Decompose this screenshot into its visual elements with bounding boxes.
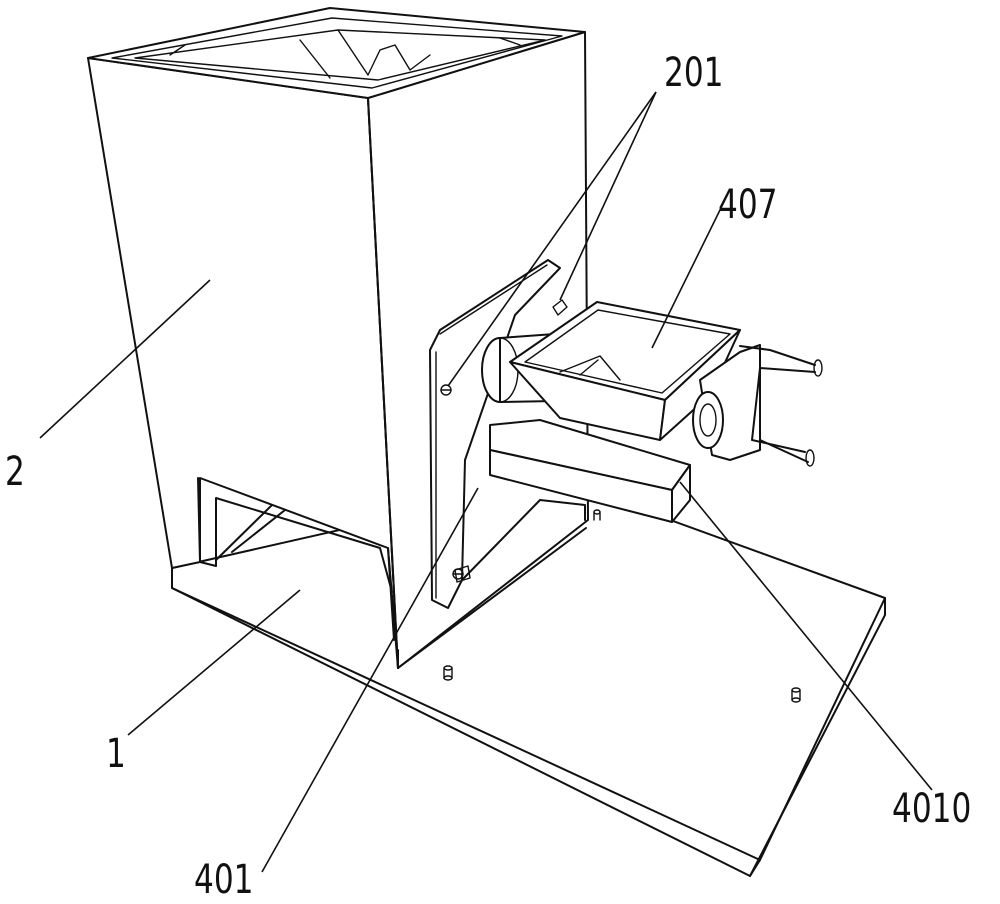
lower-block	[489, 419, 691, 523]
hopper	[87, 7, 589, 669]
reference-labels: 2 1 401 201 407 4010	[5, 50, 971, 903]
base-plate	[171, 479, 886, 877]
side-bolts	[454, 299, 568, 583]
leader-2	[39, 279, 211, 439]
leader-407	[651, 209, 721, 349]
bracket-assembly	[692, 344, 823, 467]
leader-4010	[679, 481, 933, 791]
label-2: 2	[5, 449, 25, 495]
leader-1	[127, 589, 301, 736]
leader-401	[261, 487, 479, 873]
leader-lines	[39, 91, 933, 873]
leader-201-b	[559, 91, 657, 301]
mounting-plate	[429, 259, 586, 609]
leader-201-a	[447, 91, 657, 387]
label-4010: 4010	[892, 786, 971, 832]
base-bolts	[443, 509, 801, 703]
label-201: 201	[664, 50, 724, 96]
label-401: 401	[194, 857, 254, 903]
label-1: 1	[106, 731, 126, 777]
label-407: 407	[718, 182, 778, 228]
